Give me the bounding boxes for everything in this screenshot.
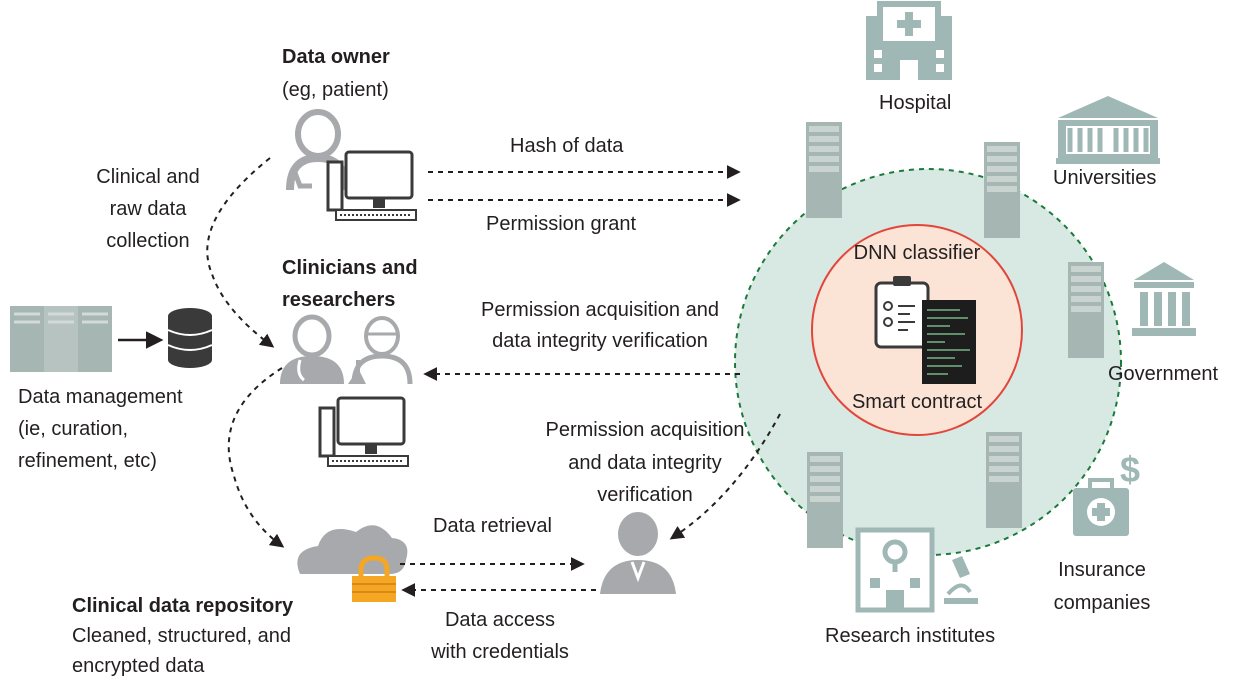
collection-label-2: raw data (109, 198, 187, 220)
data-management-servers (10, 306, 112, 372)
computer-icon (318, 396, 410, 468)
acquisition2-label-1: Permission acquisition (545, 419, 745, 441)
permission-grant-label: Permission grant (486, 213, 637, 235)
acquisition2-label-3: verification (597, 484, 693, 506)
svg-text:$: $ (1120, 449, 1140, 490)
database-icon (167, 308, 213, 368)
server-icon (986, 432, 1022, 528)
smart-contract-icon (874, 276, 976, 384)
data-access-label-1: Data access (444, 609, 556, 631)
insurance-label-1: Insurance (1058, 559, 1146, 581)
management-label-1: Data management (18, 386, 183, 408)
research-institutes-label: Research institutes (825, 625, 996, 647)
management-label-2: (ie, curation, (18, 418, 129, 440)
data-access-label-2: with credentials (431, 641, 569, 663)
acquisition2-label-2: and data integrity (568, 452, 722, 474)
government-icon (1132, 262, 1196, 336)
computer-icon (326, 150, 418, 222)
clinicians-title-2: researchers (282, 289, 396, 311)
insurance-label-2: companies (1053, 592, 1151, 614)
lock-icon (352, 555, 396, 602)
data-owner-title: Data owner (282, 46, 390, 68)
user-icon (600, 512, 676, 594)
researcher-icon (348, 316, 413, 385)
hospital-icon (866, 1, 952, 80)
data-owner-subtitle: (eg, patient) (282, 79, 389, 101)
hospital-label: Hospital (879, 92, 952, 114)
cloud-icon (297, 525, 408, 574)
insurance-icon: $ (1073, 449, 1140, 536)
smart-contract-label: Smart contract (851, 391, 983, 413)
clinicians-title-1: Clinicians and (282, 257, 418, 279)
government-label: Government (1108, 363, 1219, 385)
server-icon (984, 142, 1020, 238)
server-icon (806, 122, 842, 218)
repository-title: Clinical data repository (72, 595, 294, 617)
management-label-3: refinement, etc) (18, 450, 157, 472)
clinician-icon (280, 314, 344, 384)
university-icon (1056, 96, 1160, 164)
dnn-classifier-label: DNN classifier (853, 242, 981, 264)
acquisition-label-1: Permission acquisition and (481, 299, 719, 321)
repository-line-2: encrypted data (72, 655, 205, 677)
flow-arrows (206, 157, 781, 597)
universities-label: Universities (1053, 167, 1157, 189)
repository-line-1: Cleaned, structured, and (72, 625, 292, 647)
collection-label-3: collection (106, 230, 190, 252)
acquisition-label-2: data integrity verification (492, 330, 708, 352)
data-retrieval-label: Data retrieval (433, 515, 552, 537)
research-institute-icon (855, 527, 978, 613)
hash-of-data-label: Hash of data (510, 135, 624, 157)
patient-icon (286, 109, 350, 191)
server-icon (807, 452, 843, 548)
collection-label-1: Clinical and (96, 166, 200, 188)
server-icon (1068, 262, 1104, 358)
